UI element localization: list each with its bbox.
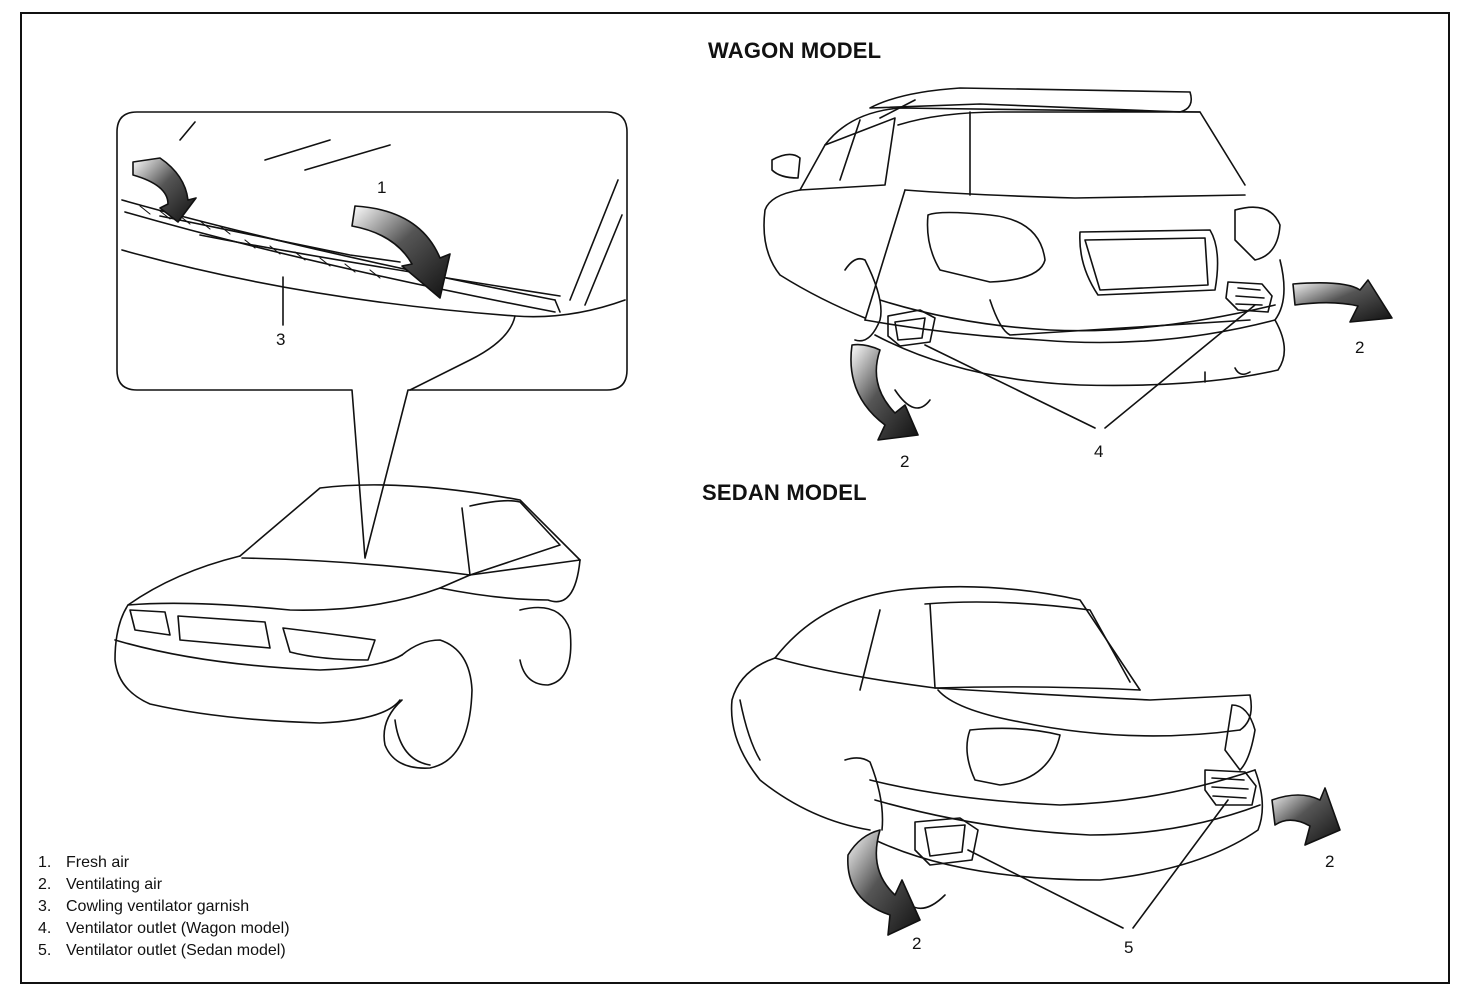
legend-text: Ventilator outlet (Sedan model) xyxy=(66,942,286,959)
callout-fresh-air: 1 xyxy=(377,178,387,197)
callout-wagon-outlet: 4 xyxy=(1094,442,1104,461)
wagon-ventilator-outlet-left xyxy=(887,309,936,347)
legend-number: 5. xyxy=(38,942,52,959)
wagon-model-heading: WAGON MODEL xyxy=(708,38,882,63)
legend-item: 2. Ventilating air xyxy=(38,874,290,896)
legend-number: 1. xyxy=(38,854,52,871)
sedan-ventilator-outlet-right xyxy=(1204,769,1257,806)
legend-text: Ventilator outlet (Wagon model) xyxy=(66,920,290,937)
sedan-model-heading: SEDAN MODEL xyxy=(702,480,867,505)
front-car-illustration xyxy=(114,484,581,769)
callout-wagon-air-right: 2 xyxy=(1355,338,1365,357)
callout-sedan-air-right: 2 xyxy=(1325,852,1335,871)
legend-item: 4. Ventilator outlet (Wagon model) xyxy=(38,918,290,940)
sedan-ventilator-outlet-left xyxy=(914,817,979,866)
parts-legend: 1. Fresh air 2. Ventilating air 3. Cowling … xyxy=(38,852,290,962)
legend-text: Cowling ventilator garnish xyxy=(66,898,250,915)
legend-number: 3. xyxy=(38,898,52,915)
legend-number: 4. xyxy=(38,920,52,937)
wagon-ventilator-outlet-right xyxy=(1225,281,1273,313)
diagram-frame xyxy=(20,12,1450,984)
legend-text: Fresh air xyxy=(66,854,130,871)
wagon-car-illustration xyxy=(763,87,1393,441)
callout-sedan-air-left: 2 xyxy=(912,934,922,953)
legend-item: 1. Fresh air xyxy=(38,852,290,874)
callout-cowl-garnish: 3 xyxy=(276,330,286,349)
cowl-detail-bubble xyxy=(116,111,628,559)
sedan-car-illustration xyxy=(730,585,1341,936)
wagon-ventilating-air-arrows xyxy=(850,279,1393,441)
legend-item: 3. Cowling ventilator garnish xyxy=(38,896,290,918)
fresh-air-arrows xyxy=(132,157,451,299)
legend-text: Ventilating air xyxy=(66,876,163,893)
legend-item: 5. Ventilator outlet (Sedan model) xyxy=(38,940,290,962)
legend-number: 2. xyxy=(38,876,52,893)
callout-sedan-outlet: 5 xyxy=(1124,938,1134,957)
callout-wagon-air-left: 2 xyxy=(900,452,910,471)
sedan-ventilating-air-arrows xyxy=(847,787,1341,936)
